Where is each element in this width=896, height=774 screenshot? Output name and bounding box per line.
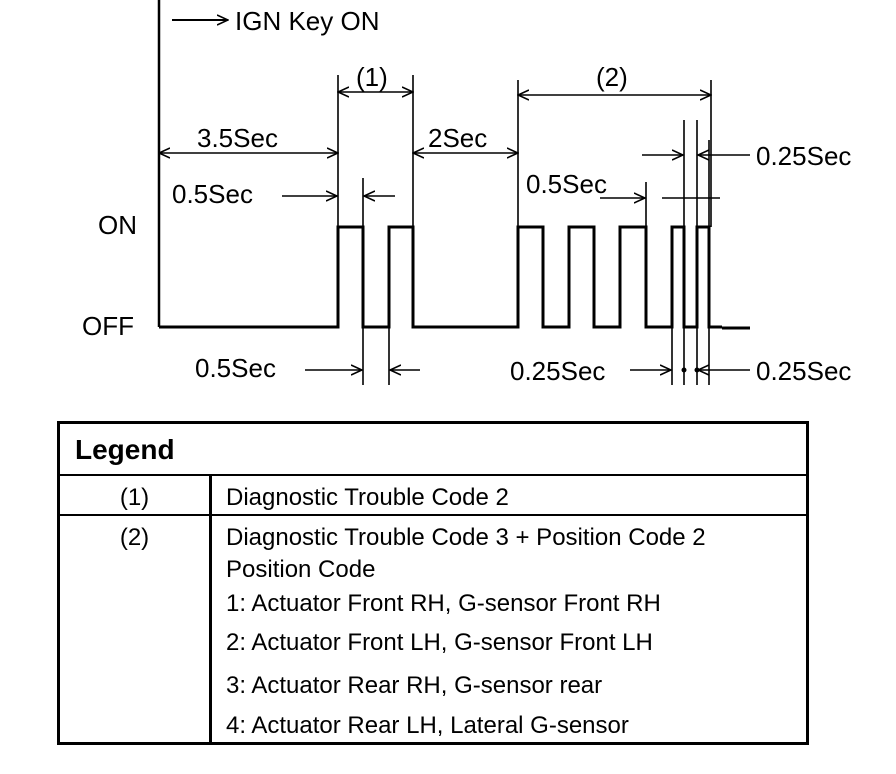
marker-1-label: (1)	[356, 62, 388, 92]
duration-2-label: 2Sec	[428, 123, 487, 153]
duration-0-25-bottom-right: 0.25Sec	[756, 356, 851, 386]
duration-0-5-top-left: 0.5Sec	[172, 179, 253, 209]
duration-0-5-bottom-left: 0.5Sec	[195, 353, 276, 383]
extension-lines	[337, 75, 712, 385]
legend-desc-2-line-1: Diagnostic Trouble Code 3 + Position Cod…	[226, 524, 706, 551]
legend-desc-1: Diagnostic Trouble Code 2	[226, 484, 509, 511]
legend-row-1: (1) Diagnostic Trouble Code 2	[60, 476, 806, 516]
marker-2-label: (2)	[596, 62, 628, 92]
duration-3-5-label: 3.5Sec	[197, 123, 278, 153]
on-level-label: ON	[98, 210, 137, 240]
duration-0-5-top-right: 0.5Sec	[526, 169, 607, 199]
legend-table: Legend (1) Diagnostic Trouble Code 2 (2)…	[57, 421, 809, 745]
signal-waveform	[159, 225, 722, 329]
timing-diagram: IGN Key ON ON OFF (1) (2) 3.5Sec 2Sec 0.…	[82, 0, 851, 386]
legend-desc-2-line-5: 3: Actuator Rear RH, G-sensor rear	[226, 672, 603, 699]
legend-desc-2-line-3: 1: Actuator Front RH, G-sensor Front RH	[226, 590, 661, 617]
dot-a	[681, 367, 687, 373]
off-level-label: OFF	[82, 311, 134, 341]
legend-desc-2-line-2: Position Code	[226, 556, 376, 583]
legend-desc-2-line-4: 2: Actuator Front LH, G-sensor Front LH	[226, 629, 653, 656]
legend-title: Legend	[60, 424, 806, 476]
duration-0-25-top-right: 0.25Sec	[756, 141, 851, 171]
legend-desc-2-line-6: 4: Actuator Rear LH, Lateral G-sensor	[226, 712, 629, 739]
duration-0-25-bottom-mid: 0.25Sec	[510, 356, 605, 386]
legend-code-1: (1)	[119, 484, 150, 511]
ign-key-label: IGN Key ON	[235, 6, 379, 36]
dot-b	[694, 367, 700, 373]
legend-row-2: (2) Diagnostic Trouble Code 3 + Position…	[60, 516, 806, 745]
legend-code-2: (2)	[119, 524, 150, 551]
legend-column-divider	[209, 476, 212, 745]
